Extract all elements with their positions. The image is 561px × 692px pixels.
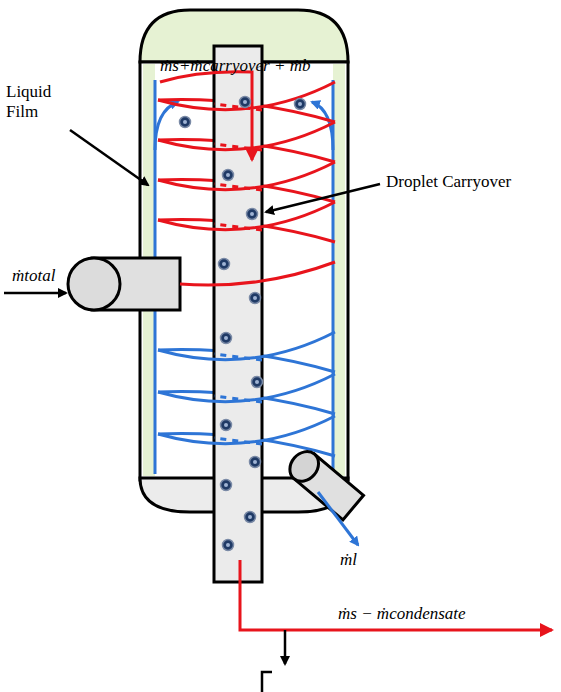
droplet-glint <box>253 296 257 300</box>
swirl-front <box>158 82 335 110</box>
droplet <box>221 420 232 431</box>
droplet-glint <box>226 543 230 547</box>
droplet <box>221 480 232 491</box>
flow-label: ṁtotal <box>12 266 55 286</box>
swirl-front <box>158 374 335 402</box>
droplet-glint <box>183 120 187 124</box>
droplet-glint <box>226 173 230 177</box>
droplet-glint <box>224 483 228 487</box>
swirl-front <box>158 416 335 444</box>
droplet-glint <box>243 100 247 104</box>
droplet <box>247 209 258 220</box>
callout-label: Droplet Carryover <box>386 172 511 192</box>
droplet-glint <box>298 102 302 106</box>
flow-label: ṁl <box>340 550 357 570</box>
droplet-glint <box>224 423 228 427</box>
droplet <box>245 512 256 523</box>
flow-label: ṁs − ṁcondensate <box>338 604 466 624</box>
droplet <box>223 170 234 181</box>
callout-label: Liquid Film <box>6 82 86 122</box>
droplet <box>180 117 191 128</box>
droplet <box>221 333 232 344</box>
droplet <box>240 97 251 108</box>
swirl-front <box>158 162 335 190</box>
droplet <box>223 540 234 551</box>
swirl-front <box>158 332 335 360</box>
droplet <box>295 99 306 110</box>
droplet <box>250 293 261 304</box>
droplet-glint <box>248 515 252 519</box>
swirl-front <box>158 202 335 230</box>
droplet <box>250 457 261 468</box>
droplet-glint <box>253 460 257 464</box>
flow-label: ṁs+ṁcarryover + ṁb <box>160 56 310 76</box>
droplet-glint <box>224 336 228 340</box>
droplet <box>219 259 230 270</box>
droplet-glint <box>250 212 254 216</box>
droplet <box>252 377 263 388</box>
droplet-glint <box>222 262 226 266</box>
droplet-glint <box>255 380 259 384</box>
